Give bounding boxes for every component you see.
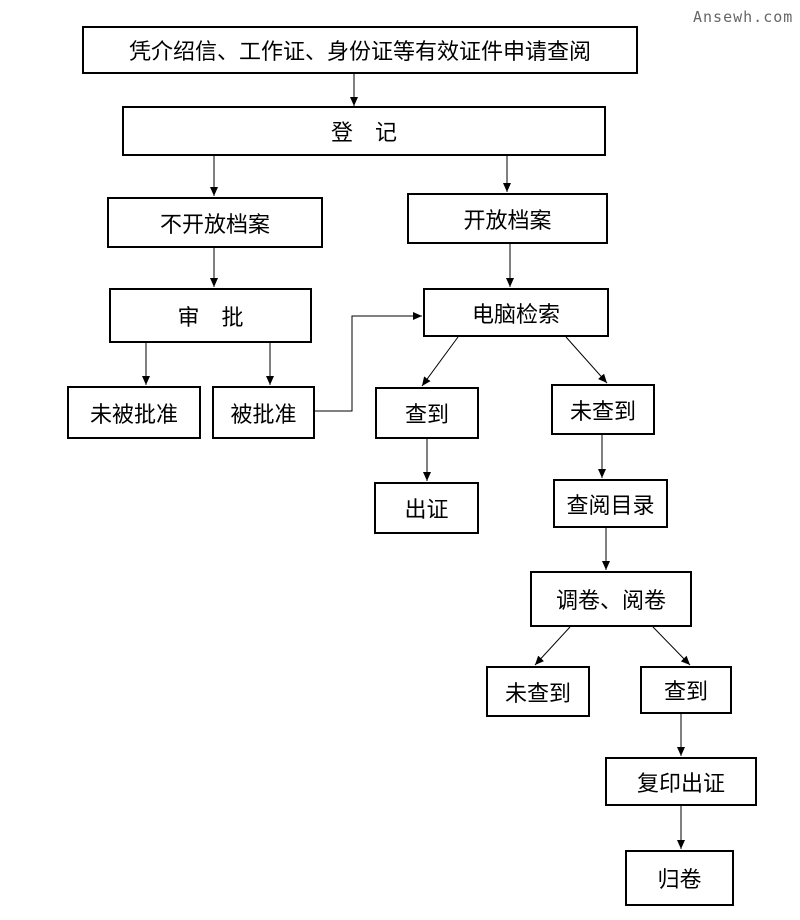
arrow-retrieve-to-not-found [534,626,571,666]
node-found-1: 查到 [375,387,479,439]
node-issue-cert-1: 出证 [374,482,479,534]
node-found-2: 查到 [640,666,732,714]
node-closed-archive: 不开放档案 [107,197,323,248]
node-approval: 审 批 [109,288,312,343]
node-open-archive: 开放档案 [407,193,608,244]
node-register: 登 记 [122,106,606,156]
node-approved: 被批准 [212,386,315,439]
node-return-file: 归卷 [625,850,734,906]
node-not-approved: 未被批准 [67,386,201,439]
node-apply: 凭介绍信、工作证、身份证等有效证件申请查阅 [82,26,638,74]
arrow-retrieve-to-found [652,626,691,666]
node-copy-issue-cert: 复印出证 [605,757,757,806]
node-not-found-2: 未查到 [486,666,590,717]
node-computer-search: 电脑检索 [423,288,609,337]
arrow-search-to-found [421,336,459,387]
node-browse-catalog: 查阅目录 [553,479,668,528]
node-retrieve-read: 调卷、阅卷 [530,571,692,627]
arrow-search-to-not-found [565,336,608,384]
arrow-approved-to-search [315,312,422,412]
watermark-text: Ansewh.com [693,8,794,26]
node-not-found-1: 未查到 [551,384,655,435]
